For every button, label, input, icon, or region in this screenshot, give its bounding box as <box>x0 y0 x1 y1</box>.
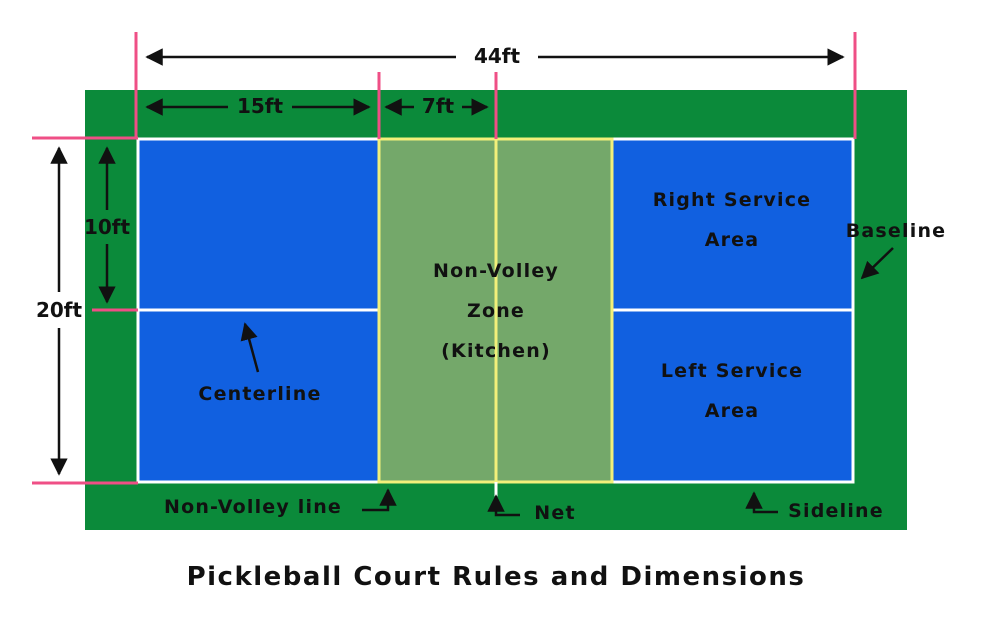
left-service-label-2: Area <box>705 400 760 422</box>
sideline-label: Sideline <box>788 500 884 522</box>
centerline-label: Centerline <box>198 383 321 405</box>
baseline-label: Baseline <box>846 220 947 242</box>
left-service-label-1: Left Service <box>661 360 803 382</box>
right-service-label-2: Area <box>705 229 760 251</box>
nvz-label-2: Zone <box>467 300 525 322</box>
page-title: Pickleball Court Rules and Dimensions <box>187 562 806 592</box>
sideline-pointer <box>745 491 778 514</box>
non-volley-line-pointer <box>362 488 397 512</box>
nvz-label-1: Non-Volley <box>433 260 559 282</box>
nvz-label-3: (Kitchen) <box>441 340 551 362</box>
centerline-pointer <box>240 322 260 373</box>
baseline-pointer <box>860 247 894 280</box>
non-volley-line-label: Non-Volley line <box>164 496 342 518</box>
net-label: Net <box>534 502 575 524</box>
dim-10ft: 10ft <box>84 215 131 239</box>
dim-15ft: 15ft <box>237 94 284 118</box>
dim-44ft: 44ft <box>474 44 521 68</box>
dim-7ft: 7ft <box>422 94 455 118</box>
net-pointer <box>487 494 520 517</box>
right-service-label-1: Right Service <box>653 189 812 211</box>
dim-20ft: 20ft <box>36 298 83 322</box>
